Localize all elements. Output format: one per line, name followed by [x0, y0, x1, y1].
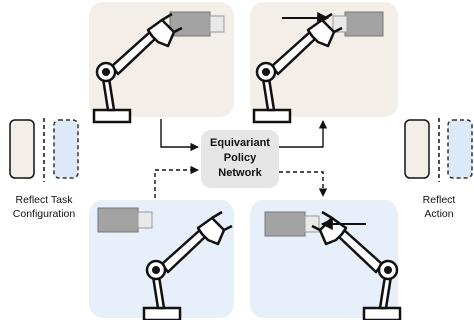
object-block-top-left	[169, 11, 225, 37]
policy-network-line1: Equivariant	[210, 137, 270, 149]
reflect-action-label: Reflect Action	[404, 193, 474, 221]
reflect-action-line1: Reflect	[422, 194, 456, 206]
object-block-bottom-right	[264, 211, 320, 237]
flow-arrow-out-solid	[279, 120, 328, 148]
flow-arrow-in-dashed	[154, 165, 199, 198]
reflect-task-line2: Configuration	[12, 208, 76, 220]
policy-network-box	[201, 130, 279, 188]
policy-network-line3: Network	[218, 167, 262, 179]
policy-network-line2: Policy	[223, 152, 257, 164]
policy-network-label: Equivariant Policy Network	[201, 136, 279, 181]
flow-arrow-in-solid	[160, 119, 199, 152]
reflect-action-icon	[404, 118, 473, 182]
reflect-task-label: Reflect Task Configuration	[0, 193, 88, 221]
flow-arrow-out-dashed	[279, 171, 328, 197]
reflect-action-line2: Action	[424, 208, 454, 220]
reflect-task-icon	[9, 118, 79, 182]
object-block-bottom-left	[97, 207, 153, 233]
object-block-top-right	[332, 11, 384, 37]
reflect-task-line1: Reflect Task	[15, 194, 73, 206]
